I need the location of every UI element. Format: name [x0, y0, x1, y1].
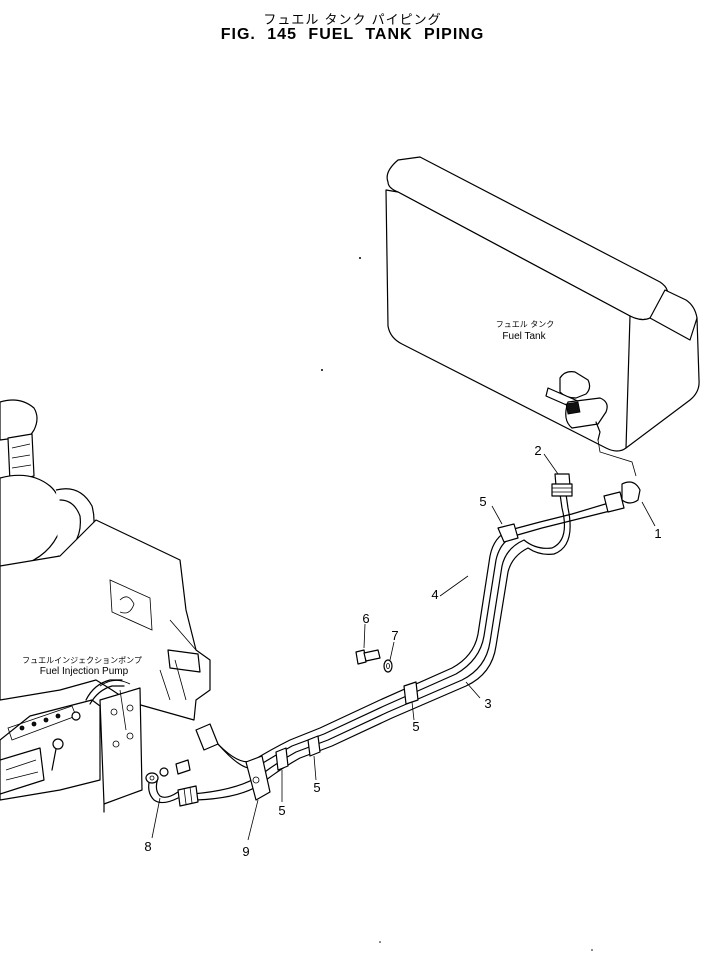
scan-specks	[321, 257, 593, 951]
injection-pump-label-japanese: フュエルインジェクションポンプ	[22, 656, 142, 665]
figure-title: FIG. 145 FUEL TANK PIPING	[220, 26, 485, 43]
fuel-tank-label-japanese: フュエル タンク	[496, 320, 555, 329]
figure-title-japanese: フュエル タンク パイピング	[263, 13, 442, 28]
hose-8	[145, 759, 191, 804]
callout-8: 8	[144, 839, 151, 854]
callout-1: 1	[654, 526, 661, 541]
callout-6: 6	[362, 611, 369, 626]
fuel-tank-label: Fuel Tank	[502, 331, 546, 342]
callout-9: 9	[242, 844, 249, 859]
bolt-and-washer	[355, 649, 393, 673]
engine-assembly: フュエルインジェクションポンプ Fuel Injection Pump	[0, 399, 211, 813]
callout-5-middle: 5	[412, 719, 419, 734]
callouts: 1 2 3 4 5 5 5 5 6 7 8 9	[144, 443, 661, 859]
callout-5-lower-right: 5	[313, 780, 320, 795]
injection-pump-label: Fuel Injection Pump	[40, 666, 129, 677]
fuel-tank: フュエル タンク Fuel Tank	[385, 156, 700, 477]
callout-4: 4	[431, 587, 438, 602]
fuel-pipes	[177, 473, 641, 807]
leader-lines	[151, 453, 656, 841]
callout-3: 3	[484, 696, 491, 711]
callout-5-upper: 5	[479, 494, 486, 509]
callout-7: 7	[391, 628, 398, 643]
callout-2: 2	[534, 443, 541, 458]
callout-5-lower-left: 5	[278, 803, 285, 818]
